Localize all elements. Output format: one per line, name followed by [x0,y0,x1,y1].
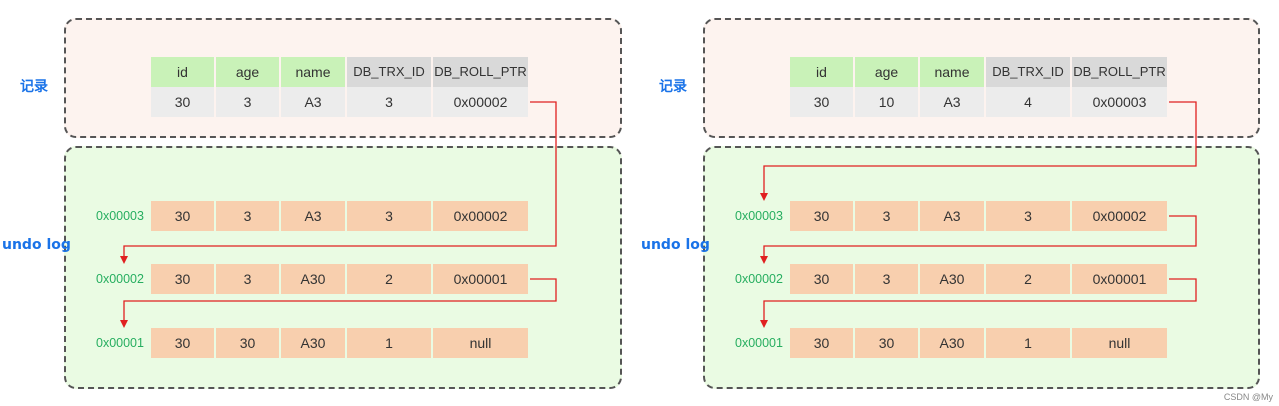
left-record-label: 记录 [20,79,48,95]
right-undo1-id: 30 [790,201,853,231]
left-undo3-db-roll-ptr: null [433,328,528,358]
left-undo-address-0x00001: 0x00001 [96,336,144,350]
left-undo-address-0x00003: 0x00003 [96,209,144,223]
left-undo1-age: 3 [216,201,279,231]
right-record-db-roll-ptr: 0x00003 [1072,87,1167,117]
right-undo-log-label: undo log [641,237,710,253]
left-undo1-db-roll-ptr: 0x00002 [433,201,528,231]
right-record-id: 30 [790,87,853,117]
right-undo2-db-trx-id: 2 [986,264,1070,294]
left-undo2-age: 3 [216,264,279,294]
right-record-name: A3 [920,87,984,117]
watermark: CSDN @My [1223,392,1273,402]
right-undo3-id: 30 [790,328,853,358]
left-undo-address-0x00002: 0x00002 [96,272,144,286]
left-record-name: A3 [281,87,345,117]
left-header-age: age [216,57,279,87]
right-undo-address-0x00002: 0x00002 [735,272,783,286]
right-undo2-age: 3 [855,264,918,294]
left-arrow-0x00002-to-0x00001 [120,278,557,328]
left-header-name: name [281,57,345,87]
left-undo2-db-roll-ptr: 0x00001 [433,264,528,294]
right-undo3-age: 30 [855,328,918,358]
right-undo3-db-trx-id: 1 [986,328,1070,358]
right-undo1-db-trx-id: 3 [986,201,1070,231]
right-undo-address-0x00003: 0x00003 [735,209,783,223]
left-undo3-id: 30 [151,328,214,358]
left-arrow-record-to-0x00002 [120,101,557,264]
left-header-id: id [151,57,214,87]
right-arrow-record-to-0x00003 [760,101,1197,201]
right-arrow-0x00003-to-0x00002 [760,215,1197,264]
right-record-label: 记录 [659,79,687,95]
right-record-db-trx-id: 4 [986,87,1070,117]
right-undo2-name: A30 [920,264,984,294]
left-record-db-trx-id: 3 [347,87,431,117]
left-undo1-name: A3 [281,201,345,231]
left-undo1-db-trx-id: 3 [347,201,431,231]
right-undo1-name: A3 [920,201,984,231]
right-arrow-0x00002-to-0x00001 [760,278,1197,328]
right-header-name: name [920,57,984,87]
right-undo3-name: A30 [920,328,984,358]
left-record-db-roll-ptr: 0x00002 [433,87,528,117]
right-header-id: id [790,57,853,87]
left-undo2-name: A30 [281,264,345,294]
left-undo3-db-trx-id: 1 [347,328,431,358]
left-undo-log-label: undo log [2,237,71,253]
right-record-age: 10 [855,87,918,117]
left-header-db-trx-id: DB_TRX_ID [347,57,431,87]
right-header-db-roll-ptr: DB_ROLL_PTR [1072,57,1167,87]
right-undo-address-0x00001: 0x00001 [735,336,783,350]
left-undo2-id: 30 [151,264,214,294]
right-header-age: age [855,57,918,87]
left-undo1-id: 30 [151,201,214,231]
left-header-db-roll-ptr: DB_ROLL_PTR [433,57,528,87]
left-undo3-name: A30 [281,328,345,358]
right-undo1-age: 3 [855,201,918,231]
right-undo3-db-roll-ptr: null [1072,328,1167,358]
left-undo2-db-trx-id: 2 [347,264,431,294]
right-header-db-trx-id: DB_TRX_ID [986,57,1070,87]
right-undo2-db-roll-ptr: 0x00001 [1072,264,1167,294]
left-record-age: 3 [216,87,279,117]
right-undo1-db-roll-ptr: 0x00002 [1072,201,1167,231]
left-record-id: 30 [151,87,214,117]
left-undo3-age: 30 [216,328,279,358]
right-undo2-id: 30 [790,264,853,294]
